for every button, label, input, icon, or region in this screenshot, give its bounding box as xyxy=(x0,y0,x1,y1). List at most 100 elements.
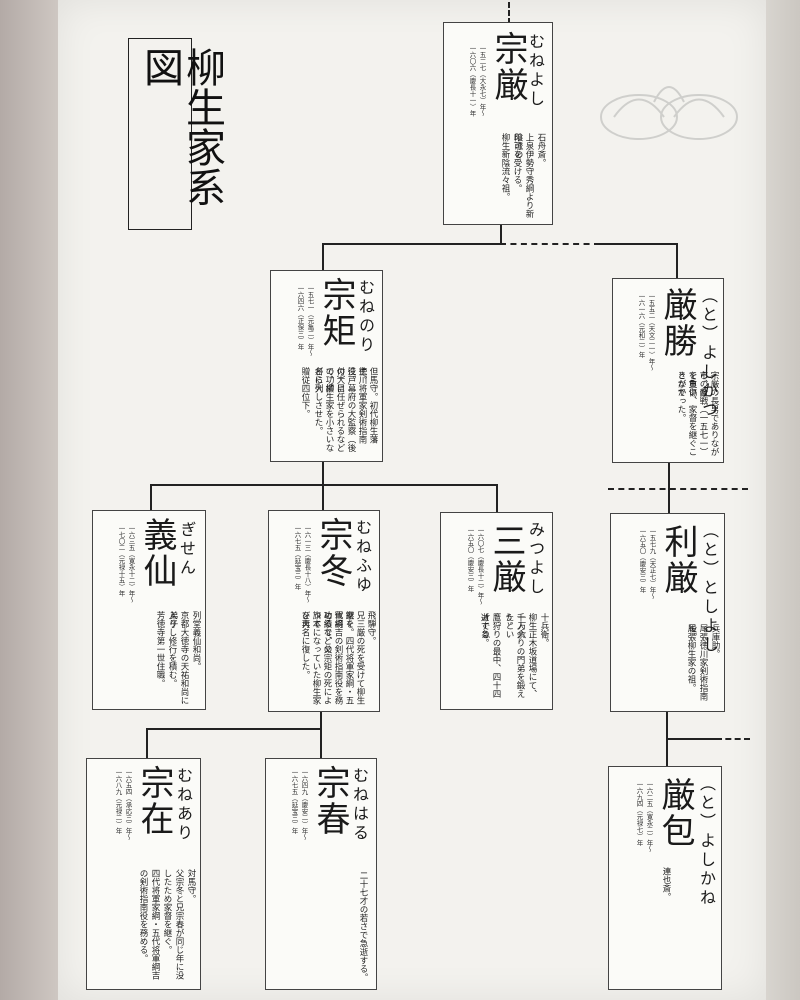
death-yoshikane: 一六九四（元禄七）年 xyxy=(635,781,643,846)
death-munenori: 一六四六（正保三）年 xyxy=(296,285,304,350)
birth-munenori: 一五七一（元亀二）年～ xyxy=(306,285,314,357)
desc-munenori-3: 付）に任ぜられるなどの功績 xyxy=(324,367,345,452)
reading-yoshikane: （と）よしかね xyxy=(697,775,716,908)
yoshikane-side-line xyxy=(666,738,716,740)
desc-muneyoshi-3: 柳生新陰流々祖。 xyxy=(500,133,510,201)
desc-munenori-2: 江戸幕府の大監察（後の大目 xyxy=(335,367,356,452)
desc-gisen-1: 京都大徳寺の天祐和尚に弟子 xyxy=(168,611,189,705)
desc-munearu-2: したため家督を継ぐ。 xyxy=(162,869,172,954)
desc-munenori-1: 徳川将軍家剣術指南役。 xyxy=(346,367,367,444)
desc-mitsuyoshi-3: う。 xyxy=(503,613,513,630)
reading-muneyoshi: むねよし xyxy=(526,33,545,109)
munearu-drop xyxy=(146,728,148,758)
name-toshitoshi: 利厳 xyxy=(658,524,698,596)
branch-left-line xyxy=(322,243,500,245)
chart-title: 柳生家系図 xyxy=(137,47,225,207)
death-munearu: 一六八九（元禄二）年 xyxy=(114,769,122,834)
munefuyu-drop xyxy=(322,484,324,510)
munefuyu-children-line xyxy=(146,728,322,730)
lineage-top-dash xyxy=(508,2,510,24)
desc-yoshikatsu-3: きなかった。 xyxy=(676,371,686,422)
person-box-munenori: むねのり 宗矩 一五七一（元亀二）年～ 一六四六（正保三）年 但馬守。初代柳生藩… xyxy=(270,270,383,462)
branch-dash-right xyxy=(500,243,600,245)
person-box-muneharu: むねはる 宗春 一六四九（慶安二）年～ 一六七五（延宝三）年 二十七才の若さで急… xyxy=(265,758,377,990)
desc-muneharu-0: 二十七才の若さで急逝する。 xyxy=(358,871,368,982)
birth-munefuyu: 一六一三（慶長十八）年～ xyxy=(303,525,311,603)
desc-munefuyu-4: 功績で、父宗矩の死によって xyxy=(311,611,332,705)
person-box-toshitoshi: （と）としよし 利厳 一五七九（天正七）年～ 一六五〇（慶安三）年 兵庫助。 尾… xyxy=(610,513,725,712)
person-box-yoshikatsu: （と）よしかつ 厳勝 一五五二（天文二一）年～ 一六一六（元和二）年 宗厳の長男… xyxy=(612,278,724,463)
name-muneharu: 宗春 xyxy=(310,765,350,837)
desc-mitsuyoshi-2: 千人余りの門弟を鍛えたとい xyxy=(504,613,525,698)
desc-munenori-4: で、柳生家を小さいながら大 xyxy=(313,367,334,452)
desc-toshitoshi-1: 尾張徳川家剣術指南役。 xyxy=(687,624,708,701)
reading-munefuyu: むねふゆ xyxy=(353,519,372,595)
muneyoshi-down-line xyxy=(500,225,502,243)
desc-munearu-3: 四代将軍家綱・五代将軍綱吉 xyxy=(150,869,160,980)
reading-toshitoshi: （と）としよし xyxy=(700,522,719,655)
person-box-munefuyu: むねふゆ 宗冬 一六一三（慶長十八）年～ 一六七五（延宝三）年 飛騨守。 兄三厳… xyxy=(268,510,380,712)
birth-yoshikatsu: 一五五二（天文二一）年～ xyxy=(647,293,655,371)
yoshikane-dash-line xyxy=(716,738,750,740)
munenori-drop xyxy=(322,243,324,271)
desc-muneyoshi-2: 印可を受ける。 xyxy=(512,133,522,193)
death-munefuyu: 一六七五（延宝三）年 xyxy=(293,525,301,590)
name-muneyoshi: 宗厳 xyxy=(488,31,528,103)
desc-yoshikatsu-0: 宗厳の長男でありながら、敵 xyxy=(698,371,719,456)
desc-munefuyu-5: 旗本になっていた柳生家を再 xyxy=(300,611,321,705)
desc-munearu-1: 父宗冬と兄宗春が同じ年に没 xyxy=(174,869,184,980)
desc-munefuyu-1: 兄三厳の死を受けて柳生家を xyxy=(344,611,365,705)
munenori-children-line xyxy=(150,484,498,486)
person-box-yoshikane: （と）よしかね 厳包 一六二五（寛永二）年～ 一六九四（元禄七）年 連也斎。 xyxy=(608,766,722,990)
birth-mitsuyoshi: 一六〇七（慶長十二）年～ xyxy=(476,527,484,605)
desc-mitsuyoshi-0: 十兵衛。 xyxy=(539,613,549,647)
person-box-gisen: ぎせん 義仙 一六三五（寛永十二）年～ 一七〇二（元禄十五）年 列堂義仙和尚。 … xyxy=(92,510,206,710)
desc-gisen-2: 入りし修行を積む。 xyxy=(167,611,177,688)
person-box-munearu: むねあり 宗在 一六五四（承応三）年～ 一六八九（元禄二）年 対馬守。 父宗冬と… xyxy=(86,758,201,990)
desc-toshitoshi-2: 尾張柳生家の祖。 xyxy=(686,624,696,692)
death-mitsuyoshi: 一六五〇（慶安三）年 xyxy=(466,527,474,592)
desc-munenori-0: 但馬守。初代柳生藩主。 xyxy=(357,367,378,444)
family-crest-icon xyxy=(600,86,738,140)
desc-munenori-5: 名に列しさせた。 xyxy=(313,367,323,435)
desc-munefuyu-6: び大名に復した。 xyxy=(300,611,310,679)
reading-mitsuyoshi: みつよし xyxy=(526,521,545,597)
reading-munenori: むねのり xyxy=(356,279,375,355)
desc-gisen-0: 列堂義仙和尚。 xyxy=(191,611,201,671)
desc-munefuyu-3: 軍綱吉の剣術指南役を務めるなどの xyxy=(322,611,343,705)
death-toshitoshi: 一六五〇（慶安三）年 xyxy=(638,528,646,593)
person-box-mitsuyoshi: みつよし 三厳 一六〇七（慶長十二）年～ 一六五〇（慶安三）年 十兵衛。 柳生正… xyxy=(440,512,553,710)
birth-muneharu: 一六四九（慶安二）年～ xyxy=(300,769,308,841)
toshitoshi-dash-line xyxy=(608,488,748,490)
reading-muneharu: むねはる xyxy=(350,767,369,843)
person-box-muneyoshi: むねよし 宗厳 一五二七（大永七）年～ 一六〇六（慶長十一）年 石舟斎。 上泉伊… xyxy=(443,22,553,225)
desc-munefuyu-0: 飛騨守。 xyxy=(366,611,376,645)
desc-mitsuyoshi-4: 鷹狩りの最中、四十四才で急 xyxy=(480,613,501,698)
desc-munearu-0: 対馬守。 xyxy=(186,869,196,903)
death-muneyoshi: 一六〇六（慶長十一）年 xyxy=(468,45,476,117)
death-muneharu: 一六七五（延宝三）年 xyxy=(290,769,298,834)
mitsuyoshi-drop xyxy=(496,484,498,512)
title-frame: 柳生家系図 xyxy=(128,38,225,230)
death-gisen: 一七〇二（元禄十五）年 xyxy=(117,525,125,597)
reading-munearu: むねあり xyxy=(174,767,193,843)
name-yoshikane: 厳包 xyxy=(655,777,695,849)
name-mitsuyoshi: 三厳 xyxy=(486,523,526,595)
death-yoshikatsu: 一六一六（元和二）年 xyxy=(637,293,645,358)
gisen-drop xyxy=(150,484,152,510)
desc-muneyoshi-1: 上泉伊勢守秀綱より新陰流の xyxy=(513,133,534,218)
desc-mitsuyoshi-5: 逝する。 xyxy=(479,613,489,647)
desc-munefuyu-2: 継ぐ。四代将軍家綱・五代将 xyxy=(333,611,354,705)
branch-right-line xyxy=(600,243,676,245)
wall-left xyxy=(0,0,60,1000)
desc-yoshikane-0: 連也斎。 xyxy=(661,867,671,901)
birth-toshitoshi: 一五七九（天正七）年～ xyxy=(648,528,656,600)
name-munenori: 宗矩 xyxy=(316,277,356,349)
desc-muneyoshi-0: 石舟斎。 xyxy=(536,133,546,167)
name-gisen: 義仙 xyxy=(137,517,177,589)
yoshikatsu-drop xyxy=(676,243,678,279)
desc-munenori-6: 贈従四位下。 xyxy=(300,367,310,418)
munenori-down-line xyxy=(322,462,324,484)
birth-munearu: 一六五四（承応三）年～ xyxy=(124,769,132,841)
reading-gisen: ぎせん xyxy=(177,521,196,578)
